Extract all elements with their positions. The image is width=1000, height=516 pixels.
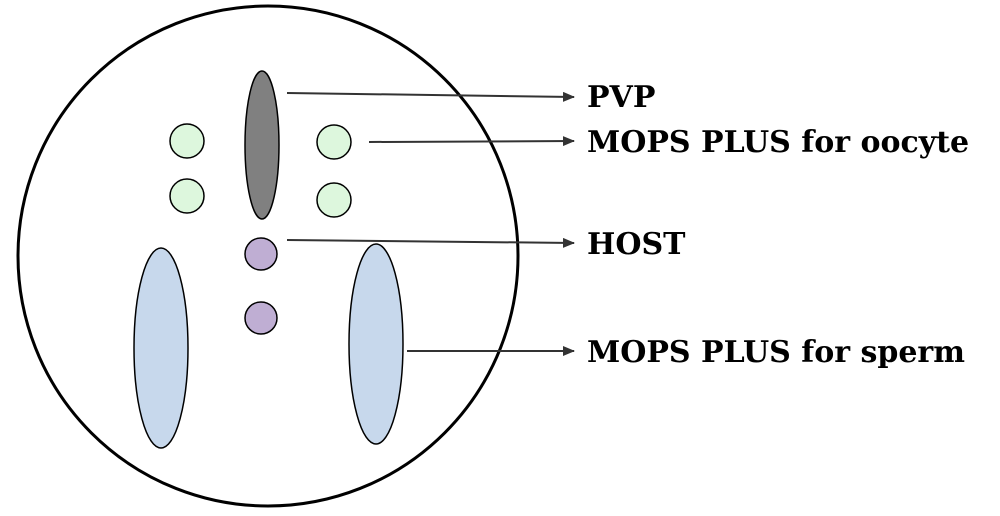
- host-drop: [244, 301, 278, 335]
- host-drop: [244, 237, 278, 271]
- host-arrow: [286, 237, 575, 248]
- host-label: HOST: [587, 227, 686, 262]
- oocyte-drop: [169, 178, 205, 214]
- oocyte-drop: [316, 182, 352, 218]
- sperm-drop: [348, 243, 404, 445]
- mops-oocyte-label: MOPS PLUS for oocyte: [587, 125, 969, 160]
- oocyte-drop: [169, 123, 205, 159]
- mops-sperm-label: MOPS PLUS for sperm: [587, 335, 965, 370]
- sperm-drop: [133, 247, 189, 449]
- oocyte-drop: [316, 124, 352, 160]
- pvp-arrow: [286, 91, 575, 102]
- mops-oocyte-arrow: [368, 136, 575, 147]
- pvp-label: PVP: [587, 80, 655, 115]
- pvp-drop: [244, 70, 280, 220]
